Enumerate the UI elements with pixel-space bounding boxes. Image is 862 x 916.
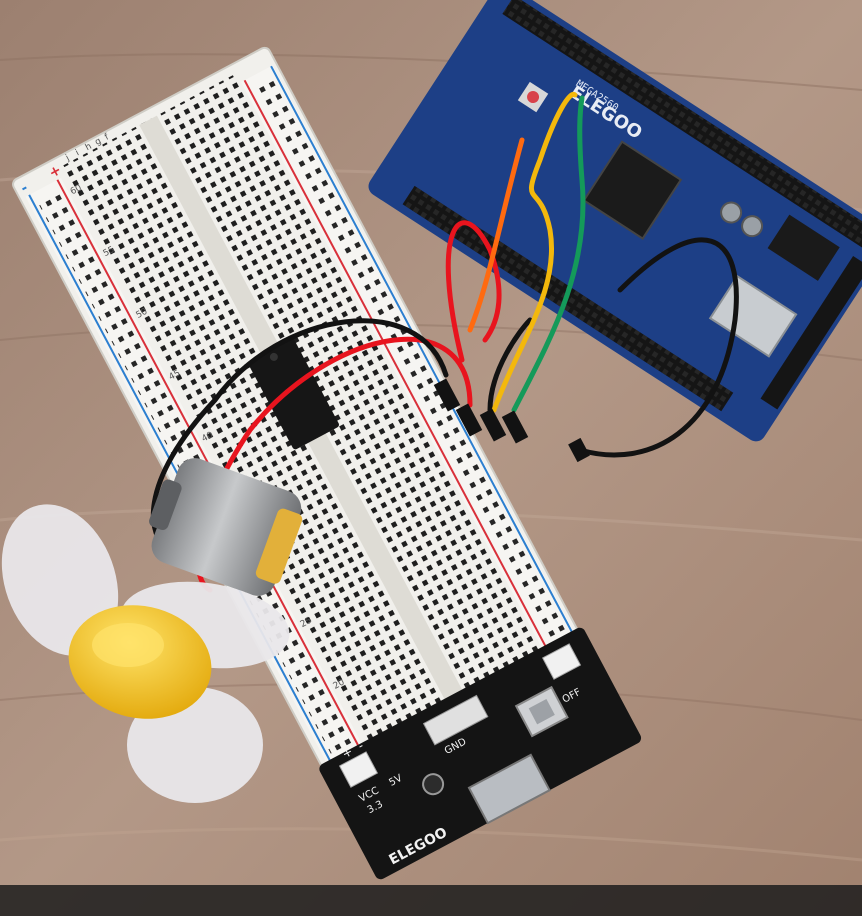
col-letter: f xyxy=(103,132,111,143)
col-letter: g xyxy=(94,136,104,148)
wire-black-gnd xyxy=(577,237,739,458)
arduino-usb-port[interactable] xyxy=(708,274,798,358)
column-letters: j i h g f xyxy=(63,132,111,164)
wire-connector xyxy=(568,437,590,463)
dc-motor-fan xyxy=(1,458,303,803)
power-module-capacitor xyxy=(422,773,445,796)
row-number: 55 xyxy=(102,245,117,259)
col-letter: h xyxy=(84,142,94,154)
arduino-mcu-chip xyxy=(582,140,683,240)
power-supply-module: ELEGOO 5V VCC 3.3 GND OFF + - xyxy=(319,627,642,880)
wire-red-loop xyxy=(445,220,502,363)
row-number: 60 xyxy=(69,183,84,197)
row-number: 45 xyxy=(167,369,182,383)
power-module-pcb xyxy=(319,627,642,880)
wire-connector xyxy=(433,378,461,412)
jumper-wires xyxy=(150,91,739,593)
wire-connector xyxy=(501,410,529,444)
power-module-pin-header xyxy=(422,694,489,746)
wire-black-short xyxy=(487,317,533,413)
wire-connector xyxy=(455,403,483,437)
power-module-label-minus: - xyxy=(356,738,366,752)
row-number: 25 xyxy=(299,616,314,630)
wire-green xyxy=(511,95,586,413)
fan-propeller xyxy=(1,504,290,803)
dc-motor xyxy=(149,458,303,596)
arduino-side-header xyxy=(760,255,862,410)
arduino-power-jack[interactable] xyxy=(767,214,840,281)
row-number: 40 xyxy=(200,430,215,444)
col-letter: j xyxy=(63,153,71,163)
breadboard-center-channel xyxy=(139,115,514,797)
power-module-jumper-right[interactable] xyxy=(542,643,582,680)
wire-orange xyxy=(467,137,525,333)
fan-blade xyxy=(1,504,119,656)
col-letter: i xyxy=(74,148,81,158)
ic-chip xyxy=(248,338,339,450)
wire-yellow xyxy=(491,91,578,413)
power-module-usb-port[interactable] xyxy=(467,753,551,825)
row-number: 20 xyxy=(332,677,347,691)
rail-red-right xyxy=(243,79,593,735)
power-module-jumper-left[interactable] xyxy=(338,751,379,788)
row-number: 50 xyxy=(135,307,150,321)
wire-connector xyxy=(479,408,507,442)
